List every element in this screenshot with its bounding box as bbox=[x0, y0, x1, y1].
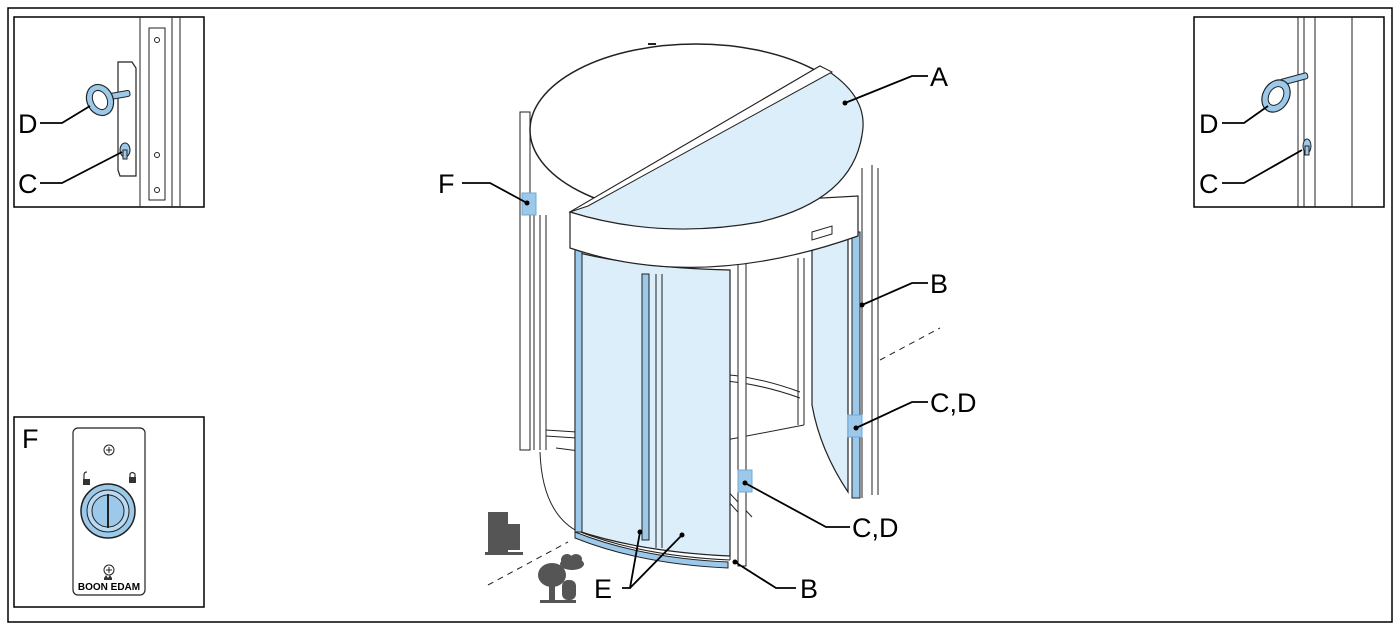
brand-text: BOON EDAM bbox=[78, 582, 140, 593]
screw-icon bbox=[103, 564, 115, 576]
inset-tr-label-c: C bbox=[1199, 169, 1219, 199]
cloud-icon bbox=[560, 554, 584, 570]
building-icon bbox=[485, 512, 523, 555]
key-icon bbox=[1261, 72, 1309, 113]
screw-icon bbox=[103, 444, 115, 456]
keyhole-icon bbox=[119, 142, 131, 160]
key-icon bbox=[85, 83, 131, 117]
keyhole-icon bbox=[1302, 138, 1312, 156]
inset-top-left: D C bbox=[13, 16, 205, 208]
label-f: F bbox=[438, 169, 455, 199]
outer-frame bbox=[7, 7, 1393, 623]
label-b-upper: B bbox=[930, 269, 948, 299]
inset-tr-label-d: D bbox=[1199, 109, 1219, 139]
lock-cylinder-icon bbox=[80, 483, 136, 539]
callouts: A B C,D C,D B E F bbox=[438, 62, 977, 604]
inset-bl-label-f: F bbox=[22, 424, 39, 454]
crown-icon bbox=[104, 575, 112, 580]
tree-icon bbox=[538, 563, 576, 603]
inset-tl-label-c: C bbox=[18, 169, 38, 199]
label-cd-lower: C,D bbox=[852, 513, 899, 543]
inset-top-right: D C bbox=[1193, 16, 1385, 208]
label-cd-upper: C,D bbox=[930, 388, 977, 418]
locked-padlock-icon bbox=[129, 471, 136, 483]
inset-tl-label-d: D bbox=[18, 109, 38, 139]
revolving-door bbox=[487, 43, 941, 586]
label-a: A bbox=[930, 62, 948, 92]
label-e: E bbox=[594, 574, 612, 604]
inset-bottom-left: F BOON EDAM bbox=[13, 416, 205, 608]
unlocked-padlock-icon bbox=[83, 471, 90, 485]
label-b-lower: B bbox=[800, 574, 818, 604]
